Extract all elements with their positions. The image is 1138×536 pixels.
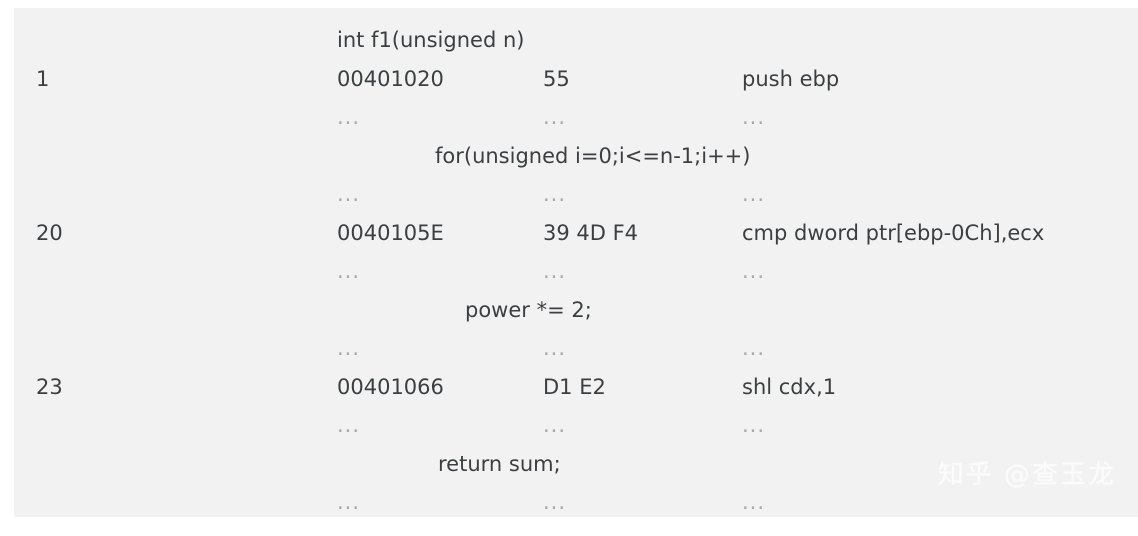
ellipsis-1: ...: [337, 105, 361, 129]
disassembly-row: 23 00401066 D1 E2 shl cdx,1: [14, 368, 1138, 406]
assembly-instruction: push ebp: [742, 66, 840, 91]
ellipsis-2: ...: [543, 413, 567, 437]
instruction-address: 00401020: [337, 66, 444, 91]
ellipsis-3: ...: [742, 182, 766, 206]
machine-code-bytes: 39 4D F4: [543, 220, 639, 245]
source-code-row: return sum;: [14, 445, 1138, 483]
source-line-number: 20: [36, 220, 63, 245]
disassembly-row: 20 0040105E 39 4D F4 cmp dword ptr[ebp-0Ch]…: [14, 214, 1138, 252]
ellipsis-1: ...: [337, 490, 361, 514]
ellipsis-3: ...: [742, 259, 766, 283]
source-code-text: power *= 2;: [465, 297, 592, 322]
source-code-row: power *= 2;: [14, 291, 1138, 329]
ellipsis-2: ...: [543, 105, 567, 129]
ellipsis-row: .........: [14, 252, 1138, 290]
watermark: 知乎 @查玉龙: [937, 460, 1116, 490]
ellipsis-row: .........: [14, 406, 1138, 444]
source-code-row: for(unsigned i=0;i<=n-1;i++): [14, 137, 1138, 175]
disassembly-listing: int f1(unsigned n) 1 00401020 55 push ebp...…: [14, 8, 1138, 517]
ellipsis-row: .........: [14, 329, 1138, 367]
ellipsis-row: .........: [14, 175, 1138, 213]
ellipsis-row: .........: [14, 483, 1138, 521]
source-code-row: int f1(unsigned n): [14, 21, 1138, 59]
source-line-number: 23: [36, 374, 63, 399]
ellipsis-2: ...: [543, 182, 567, 206]
ellipsis-1: ...: [337, 259, 361, 283]
ellipsis-3: ...: [742, 490, 766, 514]
source-line-number: 1: [36, 66, 50, 91]
ellipsis-2: ...: [543, 259, 567, 283]
ellipsis-row: .........: [14, 98, 1138, 136]
ellipsis-3: ...: [742, 413, 766, 437]
assembly-instruction: shl cdx,1: [742, 374, 837, 399]
machine-code-bytes: D1 E2: [543, 374, 606, 399]
ellipsis-3: ...: [742, 105, 766, 129]
ellipsis-2: ...: [543, 336, 567, 360]
source-code-text: int f1(unsigned n): [337, 28, 525, 52]
ellipsis-1: ...: [337, 336, 361, 360]
ellipsis-1: ...: [337, 182, 361, 206]
disassembly-row: 1 00401020 55 push ebp: [14, 60, 1138, 98]
machine-code-bytes: 55: [543, 66, 570, 91]
ellipsis-2: ...: [543, 490, 567, 514]
instruction-address: 00401066: [337, 374, 444, 399]
source-code-text: for(unsigned i=0;i<=n-1;i++): [435, 143, 751, 168]
ellipsis-1: ...: [337, 413, 361, 437]
ellipsis-3: ...: [742, 336, 766, 360]
source-code-text: return sum;: [438, 451, 561, 476]
code-listing-panel: int f1(unsigned n) 1 00401020 55 push ebp...…: [14, 8, 1138, 517]
instruction-address: 0040105E: [337, 220, 444, 245]
assembly-instruction: cmp dword ptr[ebp-0Ch],ecx: [742, 220, 1045, 245]
